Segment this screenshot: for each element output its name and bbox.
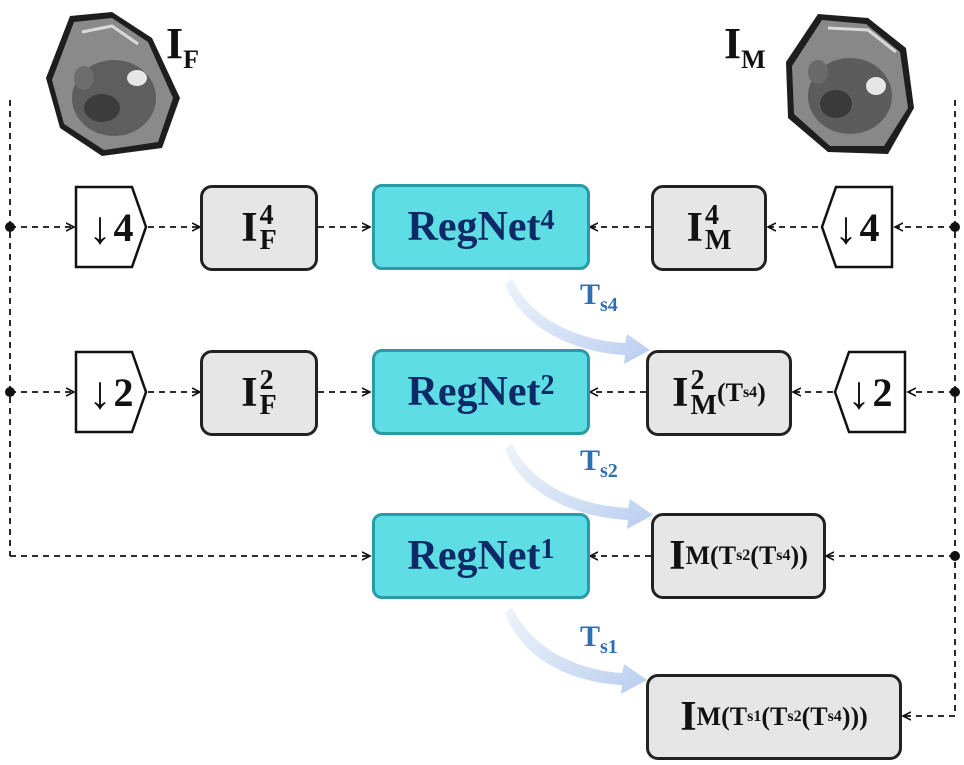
- moving-image-label: IM: [724, 19, 766, 74]
- ts4-arrow: [505, 278, 650, 364]
- transform-ts1-label: Ts1: [580, 620, 618, 658]
- fixed-image-label: IF: [166, 19, 200, 74]
- down-arrow-icon: ↓: [88, 201, 112, 253]
- down-arrow-icon: ↓: [834, 201, 858, 253]
- downsample-2-right: ↓2: [833, 350, 907, 434]
- downsample-4-left: ↓4: [74, 185, 148, 269]
- down-arrow-icon: ↓: [88, 366, 112, 418]
- down-arrow-icon: ↓: [847, 366, 871, 418]
- downsample-2-left: ↓2: [74, 350, 148, 434]
- moving-ct-scan-image: [786, 14, 914, 154]
- ts2-arrow: [505, 443, 653, 529]
- ts1-arrow: [505, 607, 647, 694]
- transform-ts2-label: Ts2: [580, 444, 618, 482]
- transform-ts4-label: Ts4: [580, 278, 618, 316]
- downsample-4-right: ↓4: [820, 185, 894, 269]
- fixed-ct-scan-image: [46, 12, 180, 156]
